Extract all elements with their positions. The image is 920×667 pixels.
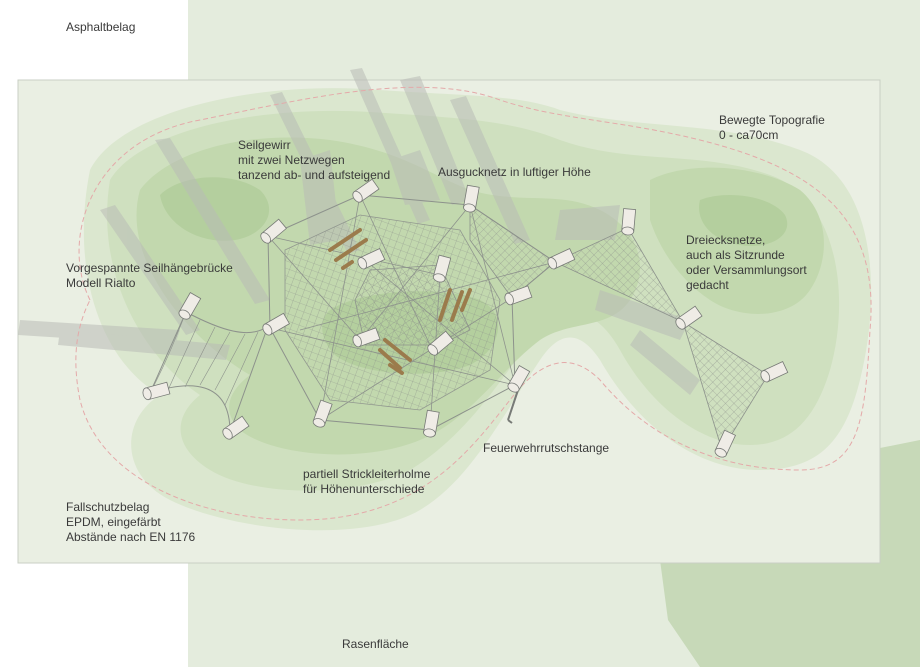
ladder-label: partiell Strickleiterholme für Höhenunte… [303,467,431,496]
timber-post [427,330,454,356]
timber-post [504,285,533,306]
timber-post [312,399,333,428]
timber-post [222,415,250,440]
timber-post [507,364,531,393]
ladder-rungs [328,228,472,375]
lookout-net-label: Ausgucknetz in luftiger Höhe [438,165,591,179]
safety-surface-label: Fallschutzbelag EPDM, eingefärbt Abständ… [66,500,196,544]
timber-post [463,184,480,213]
tree-shadows [18,68,700,395]
triangle-nets [554,227,769,451]
site-boundary [75,86,872,521]
triangle-nets-label: Dreiecksnetze, auch als Sitzrunde oder V… [686,233,807,292]
rope-tangle-label: Seilgewirr mit zwei Netzwegen tanzend ab… [238,138,391,182]
timber-post [621,208,637,236]
fire-pole [507,389,519,424]
fire-pole-label: Feuerwehrrutschstange [483,441,610,455]
timber-post [675,305,703,330]
asphalt-label: Asphaltbelag [66,20,136,34]
lawn-label: Rasenfläche [342,637,409,651]
timber-post [423,409,440,438]
timber-posts [142,178,789,458]
timber-post [547,248,576,270]
timber-post [260,218,287,244]
timber-post [714,429,736,458]
timber-post [352,327,381,348]
timber-post [262,312,291,336]
rope-bridge-label: Vorgespannte Seilhängebrücke Modell Rial… [66,261,233,290]
timber-post [352,178,380,203]
timber-post [178,291,202,320]
timber-post [432,254,452,283]
timber-post [357,248,386,270]
timber-post [142,381,171,401]
timber-post [760,361,789,383]
topography-label: Bewegte Topografie 0 - ca70cm [719,113,825,142]
